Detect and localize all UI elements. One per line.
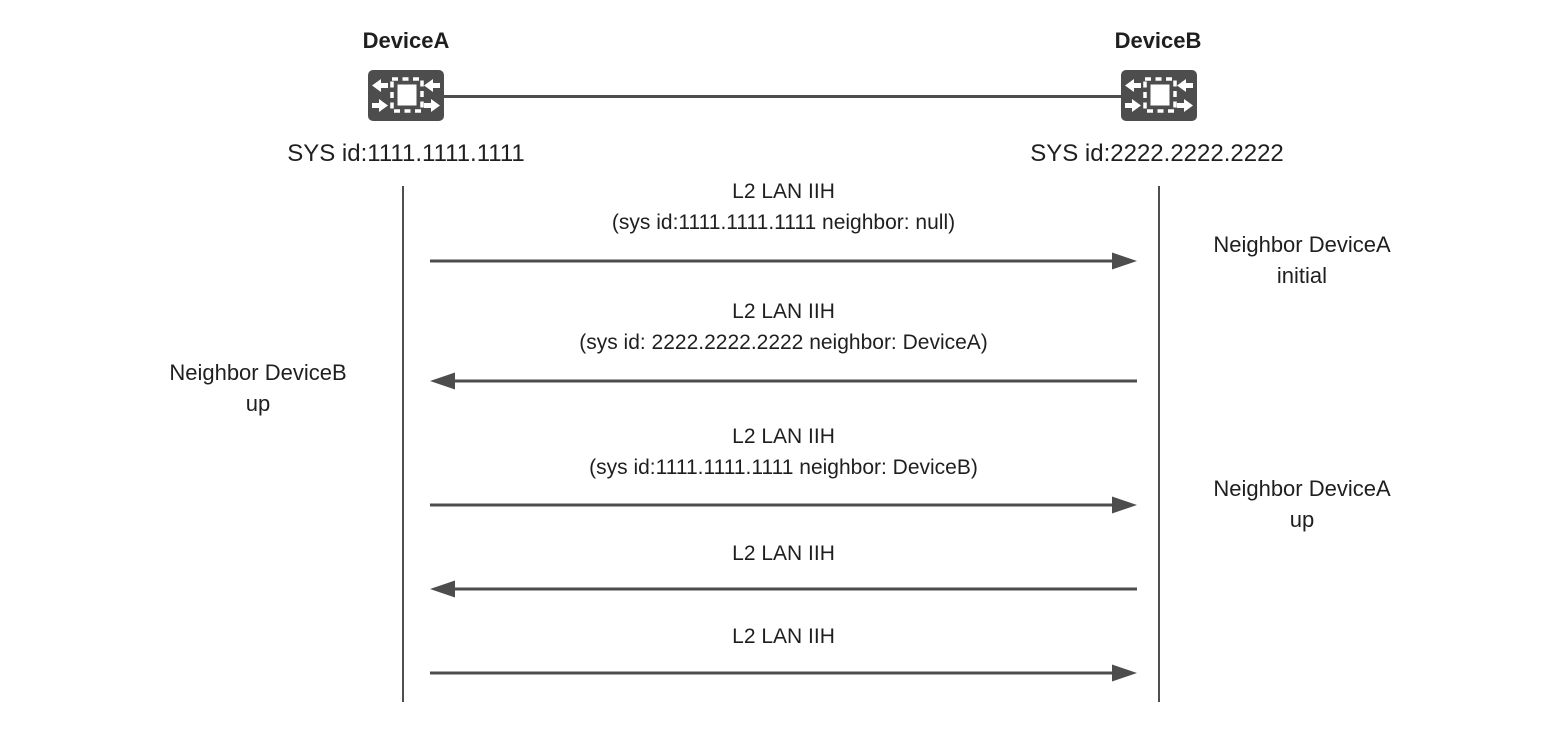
- message-1-title: L2 LAN IIH: [732, 180, 835, 203]
- annotation-line: up: [245, 391, 271, 416]
- message-3-detail: (sys id:1111.1111.1111 neighbor: DeviceB…: [589, 456, 978, 479]
- message-2: L2 LAN IIH (sys id: 2222.2222.2222 neigh…: [430, 296, 1137, 358]
- message-4: L2 LAN IIH: [430, 538, 1137, 569]
- device-link-line: [444, 95, 1121, 98]
- device-b-label: DeviceB: [1114, 28, 1202, 53]
- message-5-arrow-right-icon: [430, 663, 1137, 683]
- annotation-neighbor-devicea-up: Neighbor DeviceA up: [1213, 473, 1390, 535]
- device-a-sysid: SYS id:1111.1111.1111: [287, 140, 525, 167]
- message-5: L2 LAN IIH: [430, 621, 1137, 652]
- annotation-line: Neighbor DeviceA: [1213, 232, 1391, 257]
- device-b-switch-icon: [1121, 70, 1197, 121]
- message-2-title: L2 LAN IIH: [732, 300, 835, 323]
- message-3-arrow-right-icon: [430, 495, 1137, 515]
- message-3-title: L2 LAN IIH: [732, 425, 835, 448]
- annotation-line: up: [1289, 507, 1315, 532]
- message-3: L2 LAN IIH (sys id:1111.1111.1111 neighb…: [430, 421, 1137, 483]
- message-4-title: L2 LAN IIH: [732, 542, 835, 565]
- message-1-arrow-right-icon: [430, 251, 1137, 271]
- message-4-arrow-left-icon: [430, 579, 1137, 599]
- message-2-arrow-left-icon: [430, 371, 1137, 391]
- lifeline-device-b: [1158, 186, 1160, 702]
- annotation-line: initial: [1276, 263, 1328, 288]
- device-a-switch-icon: [368, 70, 444, 121]
- annotation-line: Neighbor DeviceA: [1213, 476, 1391, 501]
- device-a-label: DeviceA: [362, 28, 450, 53]
- lifeline-device-a: [402, 186, 404, 702]
- message-1-detail: (sys id:1111.1111.1111 neighbor: null): [611, 211, 956, 234]
- message-1: L2 LAN IIH (sys id:1111.1111.1111 neighb…: [430, 176, 1137, 238]
- message-5-title: L2 LAN IIH: [732, 625, 835, 648]
- message-2-detail: (sys id: 2222.2222.2222 neighbor: Device…: [579, 331, 988, 354]
- annotation-neighbor-deviceb-up: Neighbor DeviceB up: [169, 357, 346, 419]
- annotation-line: Neighbor DeviceB: [169, 360, 347, 385]
- annotation-neighbor-devicea-initial: Neighbor DeviceA initial: [1213, 229, 1390, 291]
- device-b-sysid: SYS id:2222.2222.2222: [1030, 140, 1284, 167]
